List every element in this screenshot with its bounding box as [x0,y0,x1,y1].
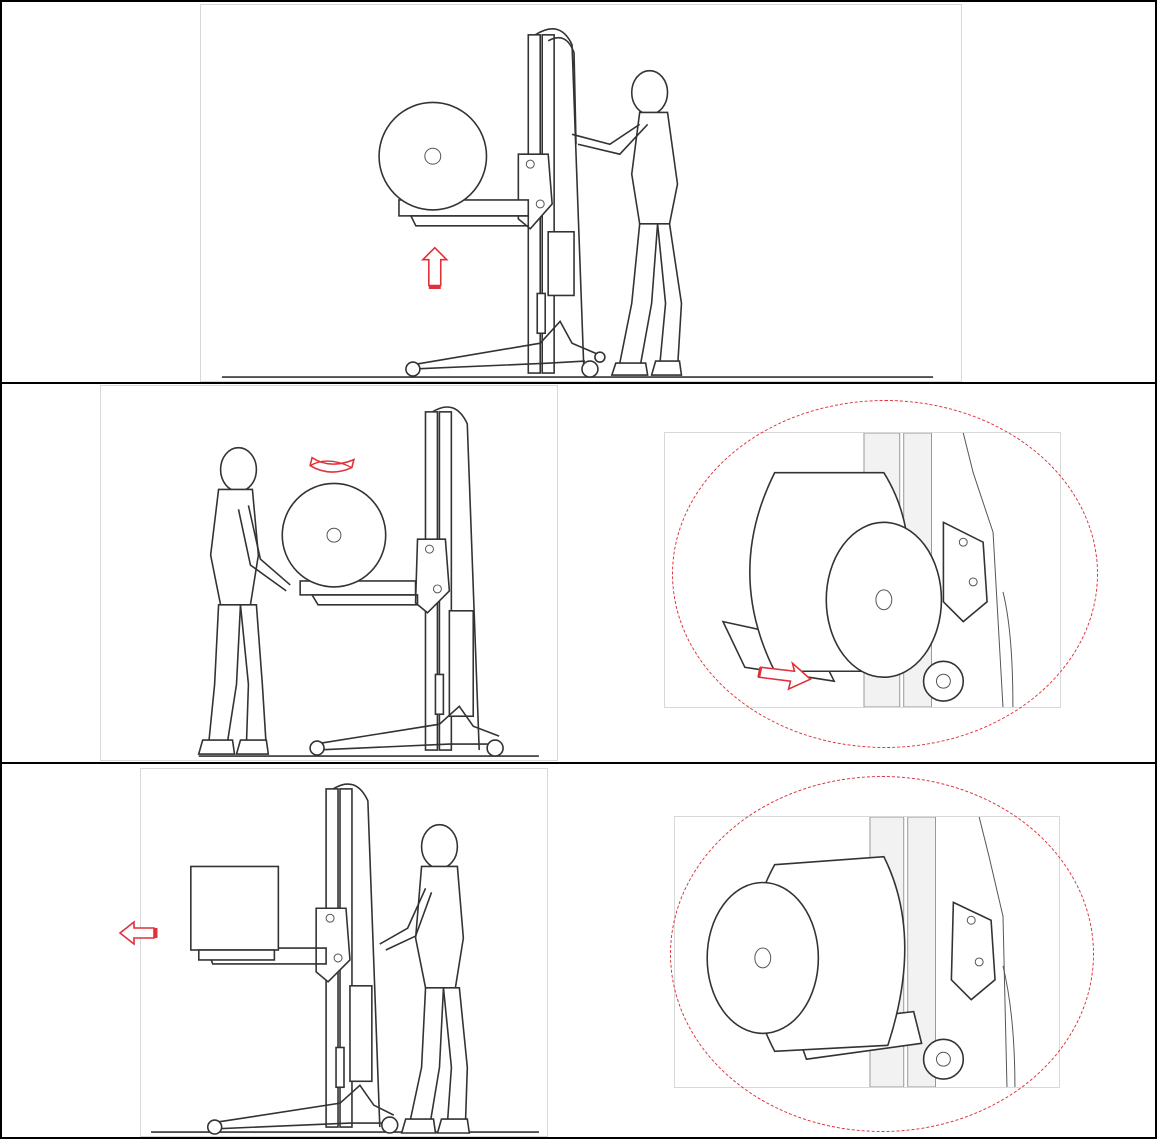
step-2-detail-view [664,432,1061,708]
step-3-detail-view [674,816,1060,1088]
row-divider-1 [0,382,1157,384]
roll-seated-on-platform-detail [707,857,921,1060]
step-2-illustration [100,385,558,761]
operator-figure [572,71,681,375]
left-arrow-icon [116,918,164,948]
operator-figure [199,448,291,754]
boxed-load [191,866,279,959]
rotate-arrow-icon [310,458,354,472]
up-arrow-icon [423,248,447,288]
step-3-illustration [140,768,548,1137]
paper-roll [282,483,385,586]
paper-roll [379,102,486,209]
table-border-top [0,0,1157,2]
step-1-illustration [200,4,962,382]
row-divider-2 [0,762,1157,764]
operator-figure [380,825,470,1133]
table-border-left [0,0,2,1139]
